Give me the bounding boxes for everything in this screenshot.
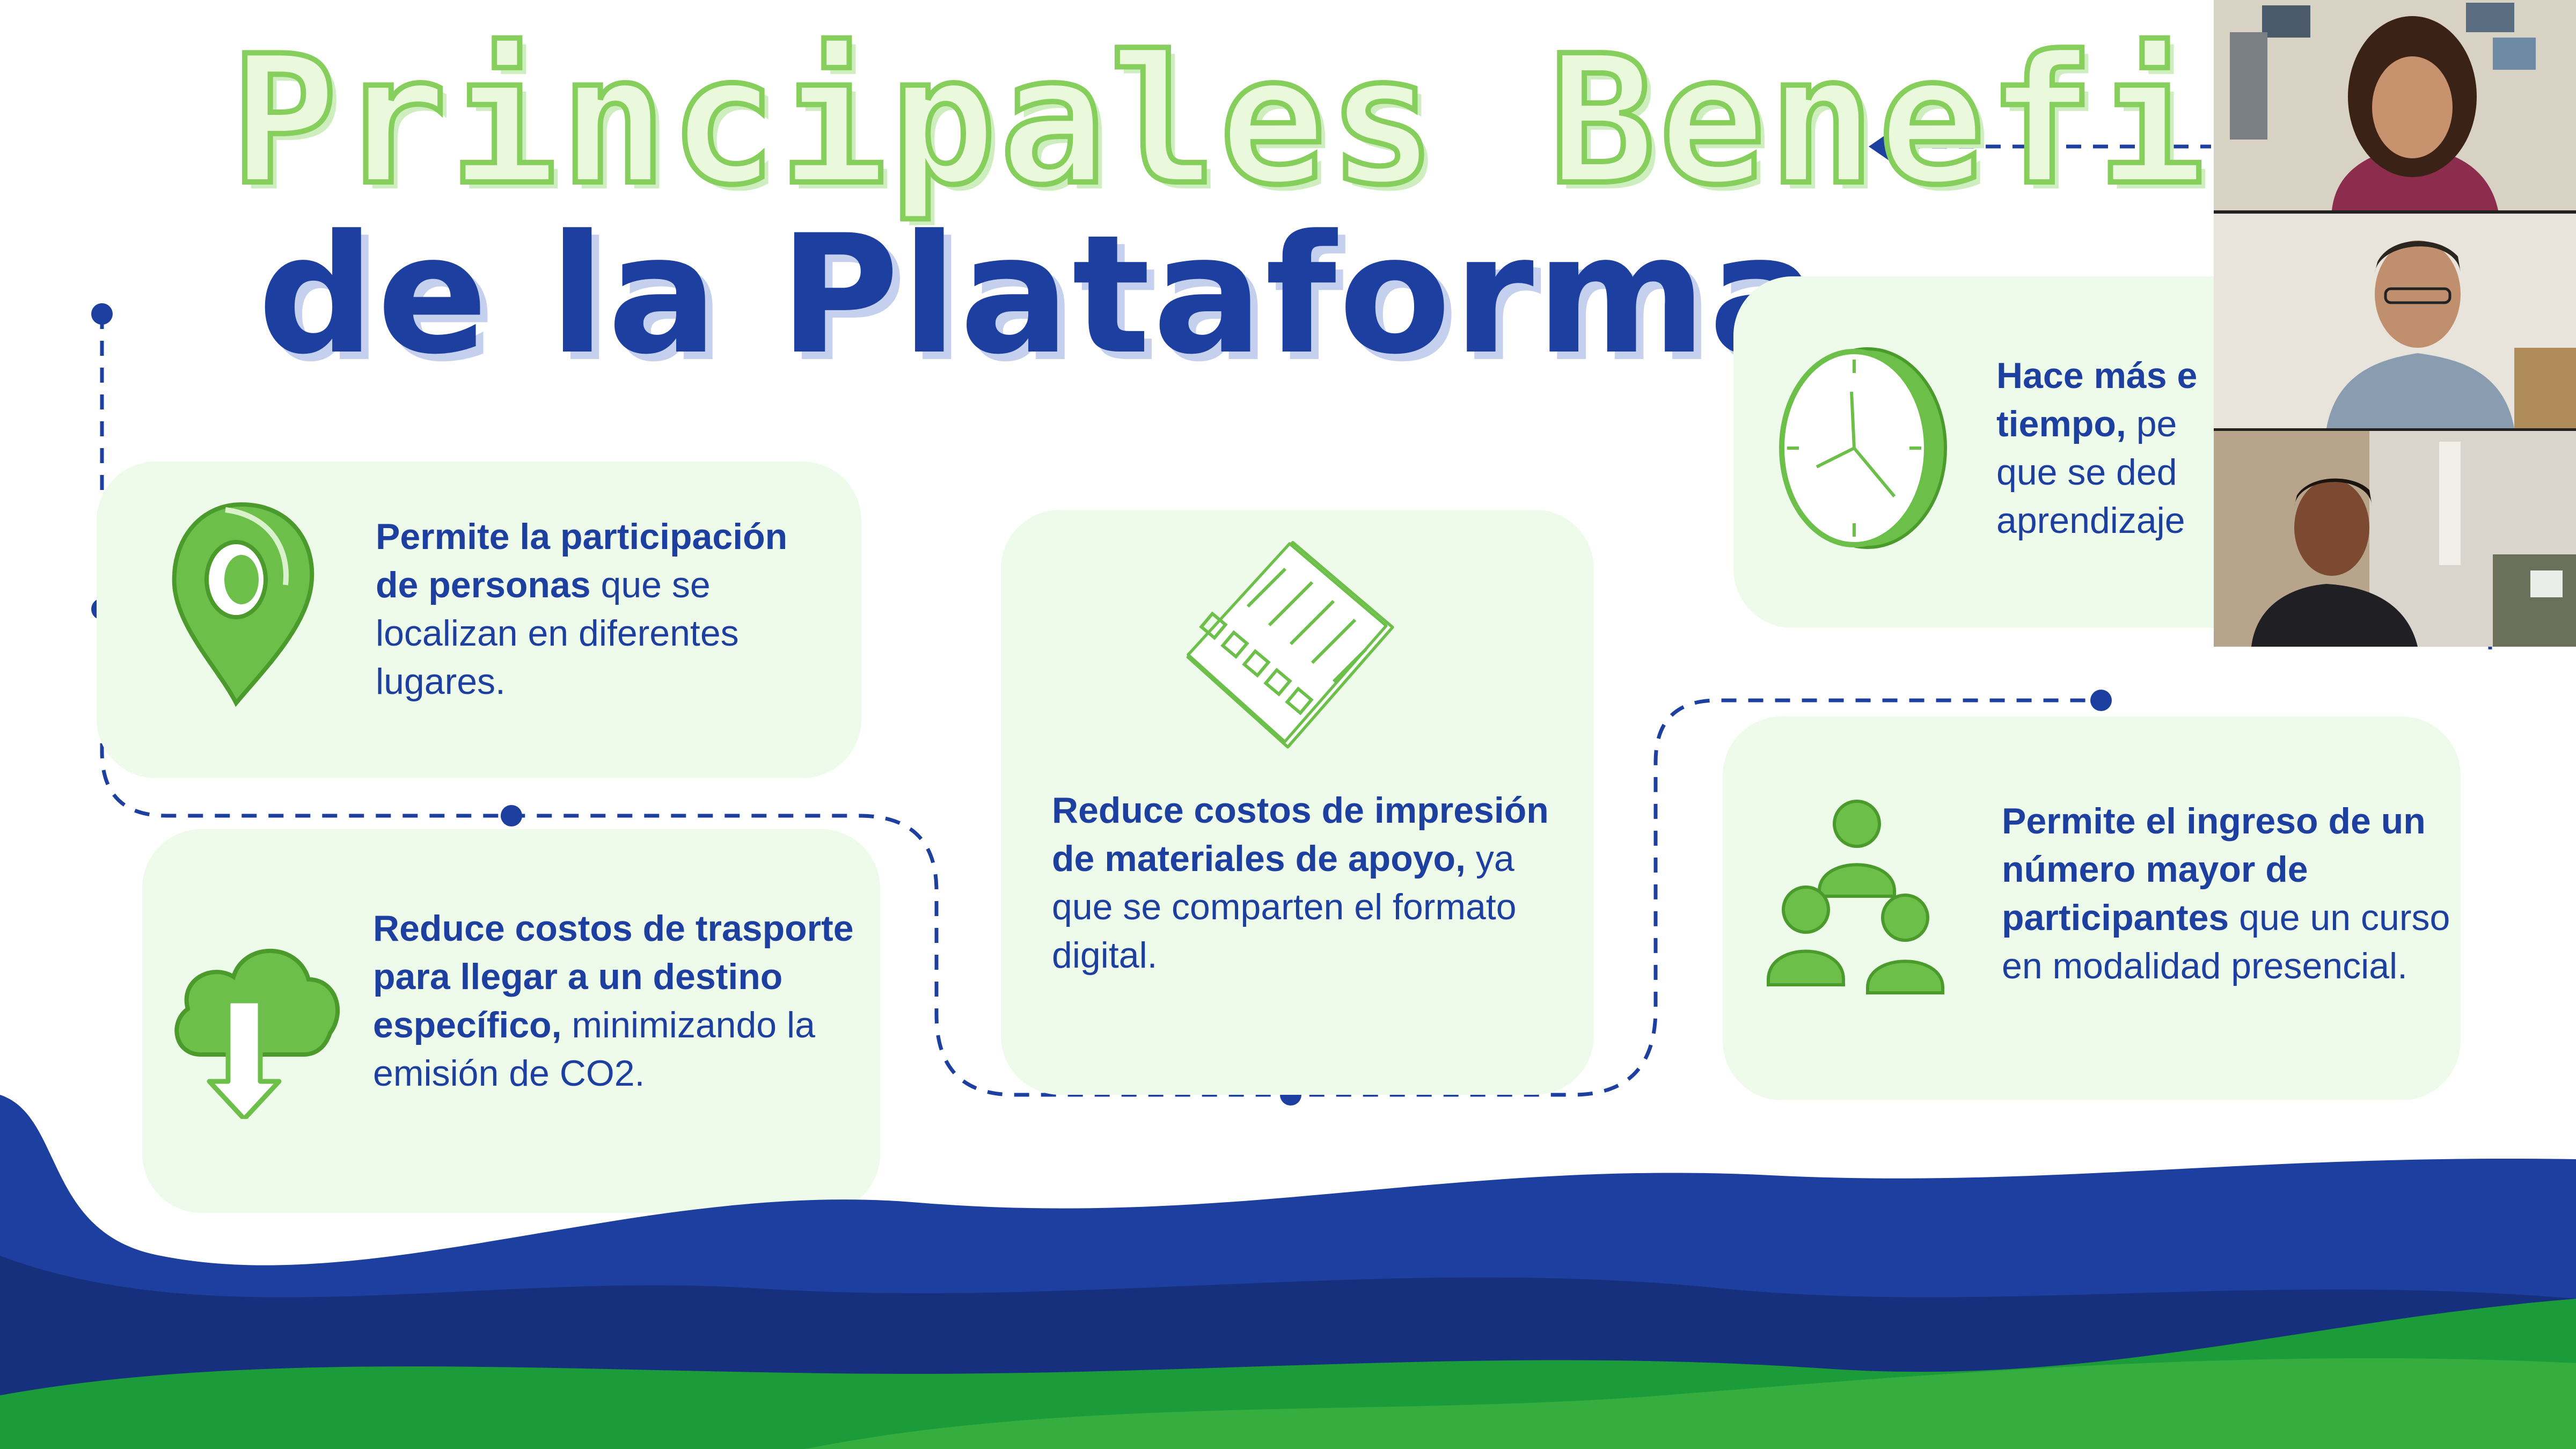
cloud-download-icon (174, 948, 340, 1119)
video-tile-participant-2[interactable] (2214, 214, 2576, 428)
benefit-participants-text: Permite el ingreso de un número mayor de… (2002, 797, 2458, 990)
benefit-card-participants: Permite el ingreso de un número mayor de… (1723, 716, 2461, 1100)
benefit-location-text: Permite la participación de personas que… (376, 513, 837, 706)
benefit-card-transport: Reduce costos de trasporte para llegar a… (142, 829, 880, 1213)
slide-title-line2: de la Plataforma (258, 200, 1821, 390)
benefit-location-bold: Permite la participación de personas (376, 516, 788, 605)
benefit-time-line2-rest: pe (2126, 404, 2177, 444)
clock-icon (1779, 347, 1947, 549)
benefit-time-line3: que se ded (1996, 452, 2177, 493)
group-people-icon (1767, 800, 1944, 994)
map-pin-icon (172, 502, 314, 707)
benefit-transport-rest: minimizando la emisión de CO2. (373, 1005, 815, 1094)
benefit-participants-rest: que un curso en modalidad presencial. (2002, 897, 2450, 986)
benefit-printing-text: Reduce costos de impresión de materiales… (1052, 786, 1567, 979)
benefit-time-line4: aprendizaje (1996, 500, 2185, 541)
benefit-printing-rest: ya que se comparten el formato digital. (1052, 838, 1517, 976)
benefit-time-line2-bold: tiempo, (1996, 404, 2126, 444)
benefit-location-rest: que se localizan en diferentes lugares. (376, 565, 739, 702)
decorative-bottom-waves (0, 1095, 2576, 1449)
benefit-transport-bold: Reduce costos de trasporte para llegar a… (373, 908, 854, 1045)
benefit-card-location: Permite la participación de personas que… (97, 462, 861, 778)
benefit-card-printing: Reduce costos de impresión de materiales… (1001, 510, 1594, 1095)
benefit-printing-bold: Reduce costos de impresión de materiales… (1052, 790, 1549, 879)
benefit-time-text: Hace más e tiempo, pe que se ded aprendi… (1996, 352, 2479, 545)
video-tile-participant-1[interactable] (2214, 0, 2576, 210)
slide-title-line1: Principales Beneficios (228, 18, 2576, 224)
benefit-time-line1: Hace más e (1996, 355, 2198, 396)
video-tile-participant-3[interactable] (2214, 431, 2576, 647)
benefit-participants-bold: Permite el ingreso de un número mayor de… (2002, 801, 2426, 938)
video-participants-panel (2214, 0, 2576, 647)
checklist-documents-icon (1186, 540, 1394, 749)
benefit-transport-text: Reduce costos de trasporte para llegar a… (373, 904, 856, 1097)
